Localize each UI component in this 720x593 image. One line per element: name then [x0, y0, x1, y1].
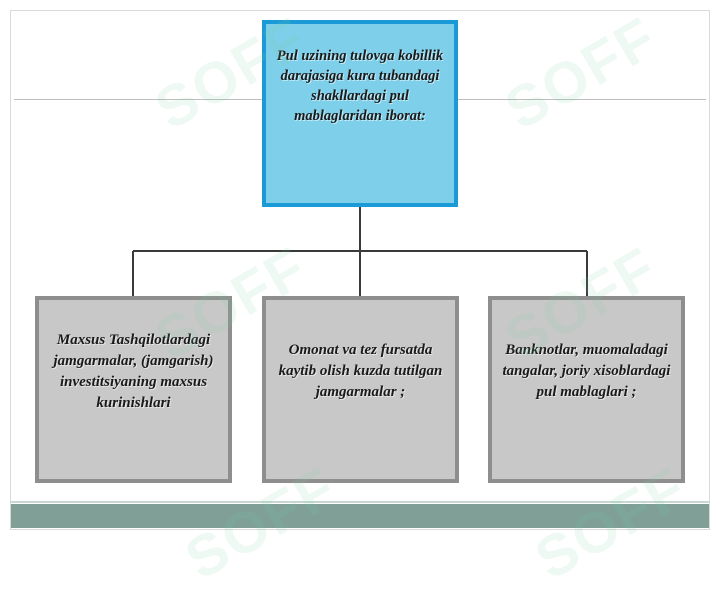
footer-accent-line — [11, 501, 709, 503]
header-rule-right — [458, 99, 706, 100]
header-rule-left — [14, 99, 262, 100]
footer-band — [11, 504, 709, 528]
child-node-2-text: Omonat va tez fursatda kaytib olish kuzd… — [278, 342, 443, 400]
child-node-2: Omonat va tez fursatda kaytib olish kuzd… — [262, 296, 459, 483]
root-node-text: Pul uzining tulovga kobillik darajasiga … — [276, 47, 444, 124]
child-node-3: Banknotlar, muomaladagi tangalar, joriy … — [488, 296, 685, 483]
child-node-1-text: Maxsus Tashqilotlardagi jamgarmalar, (ja… — [53, 331, 214, 411]
root-node: Pul uzining tulovga kobillik darajasiga … — [262, 20, 458, 207]
child-node-3-text: Banknotlar, muomaladagi tangalar, joriy … — [502, 342, 671, 400]
child-node-1: Maxsus Tashqilotlardagi jamgarmalar, (ja… — [35, 296, 232, 483]
connector-lines — [132, 207, 588, 296]
